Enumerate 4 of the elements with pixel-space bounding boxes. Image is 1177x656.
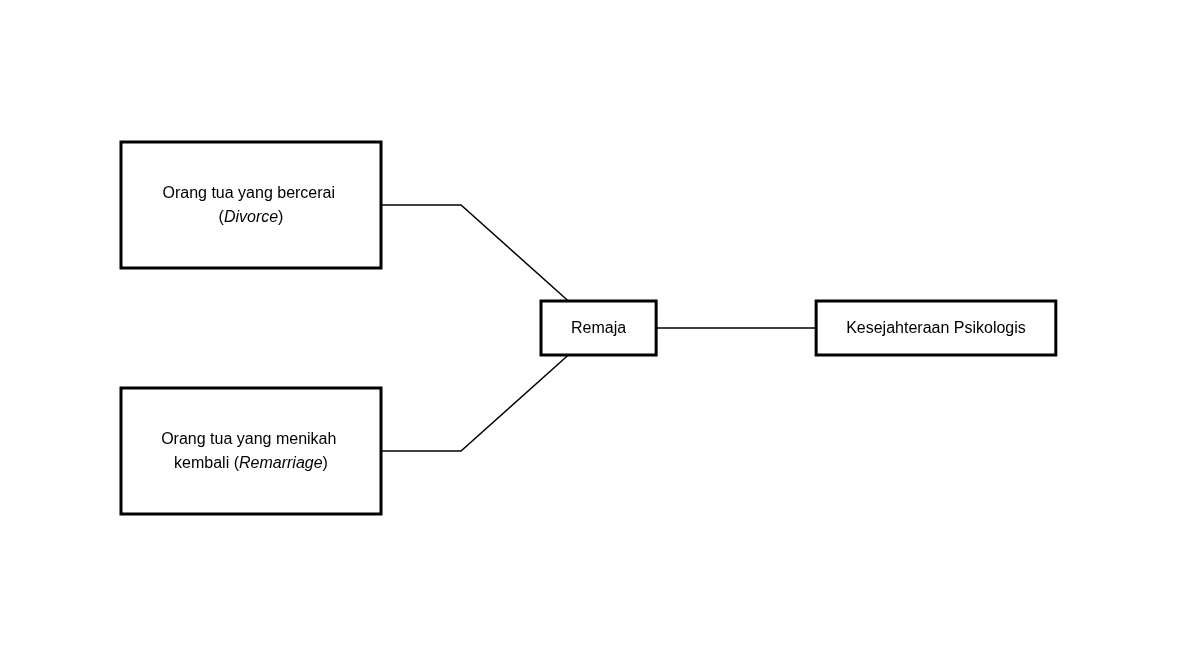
node-box: Kesejahteraan Psikologis (814, 299, 1058, 357)
node-box: Remaja (539, 299, 658, 357)
node-box: Orang tua yang bercerai (Divorce) (119, 140, 383, 270)
node-box: Orang tua yang menikah kembali (Remarriage) (119, 386, 383, 516)
